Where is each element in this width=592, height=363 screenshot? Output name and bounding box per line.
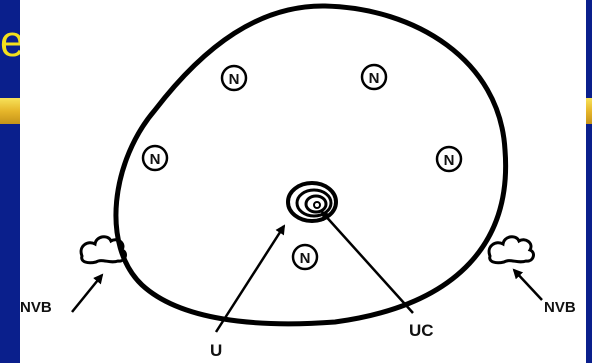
diagram-panel: N N N N N	[20, 0, 586, 363]
urethra-arrow	[216, 226, 284, 332]
nodule-label: N	[300, 250, 311, 267]
right-bundle-arrow	[514, 270, 542, 300]
left-bundle-arrow	[72, 275, 102, 312]
left-bundle-label: NVB	[20, 299, 52, 316]
nodule-label: N	[444, 152, 455, 169]
nodule-label: N	[369, 70, 380, 87]
urethra-rings	[288, 183, 336, 221]
nodule-label: N	[150, 151, 161, 168]
nodule-middle-right: N	[437, 147, 461, 171]
right-neurovascular-bundle	[489, 237, 533, 263]
nodule-lower-center: N	[293, 245, 317, 269]
urethral-center-label: UC	[409, 321, 434, 340]
urethral-center-arrow	[322, 212, 413, 313]
right-bundle-label: NVB	[544, 299, 576, 316]
prostate-cross-section-diagram: N N N N N	[20, 0, 586, 363]
urethra-label: U	[210, 341, 222, 360]
nodule-upper-right: N	[362, 65, 386, 89]
nodule-middle-left: N	[143, 146, 167, 170]
nodule-upper-left: N	[222, 66, 246, 90]
nodule-label: N	[229, 71, 240, 88]
